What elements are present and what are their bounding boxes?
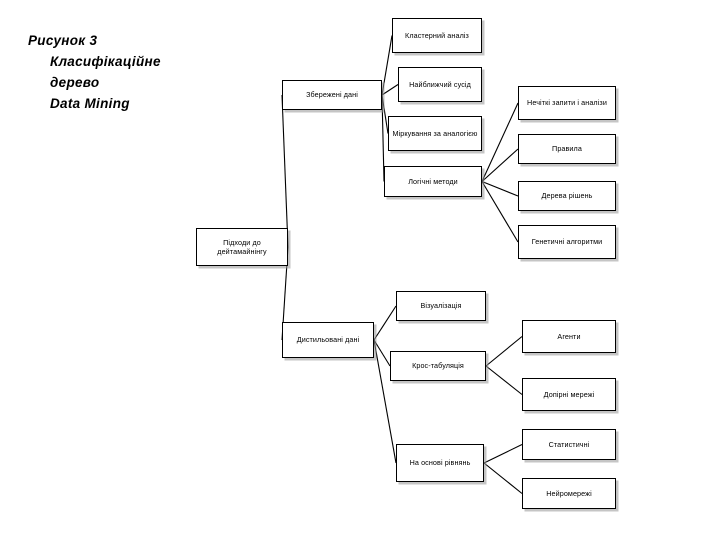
node-decision-trees[interactable]: Дерева рішень (518, 181, 616, 211)
node-belief-nets[interactable]: Допірні мережі (522, 378, 616, 411)
node-genetic[interactable]: Генетичні алгоритми (518, 225, 616, 259)
node-neural-nets[interactable]: Нейромережі (522, 478, 616, 509)
node-label-rules: Правила (552, 144, 582, 154)
edge-stored-data-to-cluster (381, 35, 393, 96)
node-label-agents: Агенти (557, 331, 581, 341)
node-label-belief-nets: Допірні мережі (543, 389, 595, 399)
edge-equations-to-statistical (483, 444, 523, 464)
edge-equations-to-neural-nets (483, 462, 523, 494)
node-analogy[interactable]: Міркування за аналогією (388, 116, 482, 151)
edge-cross-tab-to-agents (485, 336, 523, 367)
node-agents[interactable]: Агенти (522, 320, 616, 353)
node-label-decision-trees: Дерева рішень (541, 191, 593, 201)
node-cluster[interactable]: Кластерний аналіз (392, 18, 482, 53)
node-label-stored-data: Збережені дані (306, 90, 358, 100)
node-label-fuzzy: Нечіткі запити і аналізи (527, 98, 607, 108)
node-fuzzy[interactable]: Нечіткі запити і аналізи (518, 86, 616, 120)
node-label-cluster: Кластерний аналіз (405, 30, 469, 40)
node-distilled-data[interactable]: Дистильовані дані (282, 322, 374, 358)
edge-distilled-data-to-equations (373, 339, 397, 464)
node-equations[interactable]: На основі рівнянь (396, 444, 484, 482)
node-label-neural-nets: Нейромережі (546, 488, 592, 498)
node-label-visualization: Візуалізація (420, 301, 462, 311)
node-logic[interactable]: Логічні методи (384, 166, 482, 197)
edge-distilled-data-to-cross-tab (373, 339, 391, 367)
edge-logic-to-decision-trees (481, 180, 519, 197)
node-label-genetic: Генетичні алгоритми (531, 237, 603, 247)
node-label-statistical: Статистичні (548, 439, 590, 449)
edge-logic-to-genetic (481, 181, 519, 243)
node-label-cross-tab: Крос-табуляція (412, 361, 464, 371)
edge-distilled-data-to-visualization (373, 305, 397, 341)
node-rules[interactable]: Правила (518, 134, 616, 164)
node-label-equations: На основі рівнянь (409, 458, 471, 468)
edge-approaches-to-stored-data (281, 94, 289, 248)
edge-cross-tab-to-belief-nets (485, 365, 523, 395)
caption-line-2: Класифікаційне (50, 54, 161, 69)
node-visualization[interactable]: Візуалізація (396, 291, 486, 321)
edge-logic-to-fuzzy (481, 102, 519, 182)
node-label-approaches: Підходи до дейтамайнінгу (217, 237, 267, 256)
edge-stored-data-to-analogy (381, 94, 389, 134)
node-approaches[interactable]: Підходи до дейтамайнінгу (196, 228, 288, 266)
node-cross-tab[interactable]: Крос-табуляція (390, 351, 486, 381)
node-stored-data[interactable]: Збережені дані (282, 80, 382, 110)
node-statistical[interactable]: Статистичні (522, 429, 616, 460)
figure-caption: Рисунок 3 Класифікаційне дерево Data Min… (28, 30, 228, 114)
caption-line-1: Рисунок 3 (28, 33, 98, 48)
node-label-nearest: Найближчий сусід (409, 79, 471, 89)
node-label-distilled-data: Дистильовані дані (296, 335, 360, 345)
edge-logic-to-rules (481, 148, 519, 182)
node-label-analogy: Міркування за аналогією (392, 128, 478, 138)
node-nearest[interactable]: Найближчий сусід (398, 67, 482, 102)
node-label-logic: Логічні методи (408, 176, 458, 186)
caption-line-3: дерево (50, 75, 100, 90)
caption-line-4: Data Mining (50, 96, 130, 111)
edge-stored-data-to-nearest (381, 84, 399, 96)
edge-stored-data-to-logic (381, 94, 385, 182)
